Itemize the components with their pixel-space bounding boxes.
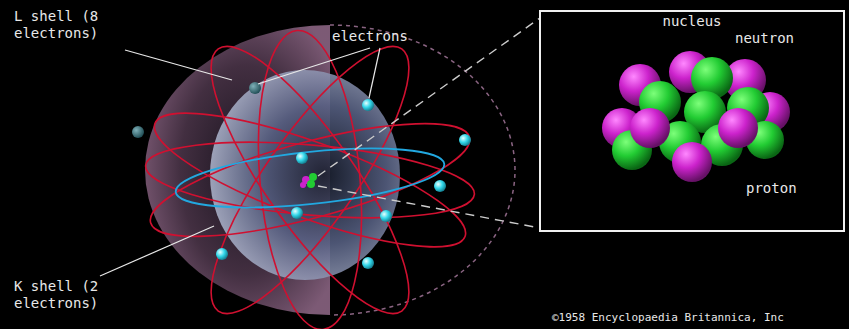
part-label: neutron (735, 30, 825, 47)
inset-box: nucleus (539, 10, 845, 232)
box-heading: nucleus (541, 12, 843, 29)
copyright-note: ©1958 Encyclopaedia Britannica, Inc (552, 311, 842, 325)
part-label: proton (746, 180, 836, 197)
shell-label: L shell (8 electrons) (14, 8, 126, 42)
part-label: electrons (332, 28, 432, 45)
shell-label: K shell (2 electrons) (14, 278, 126, 312)
